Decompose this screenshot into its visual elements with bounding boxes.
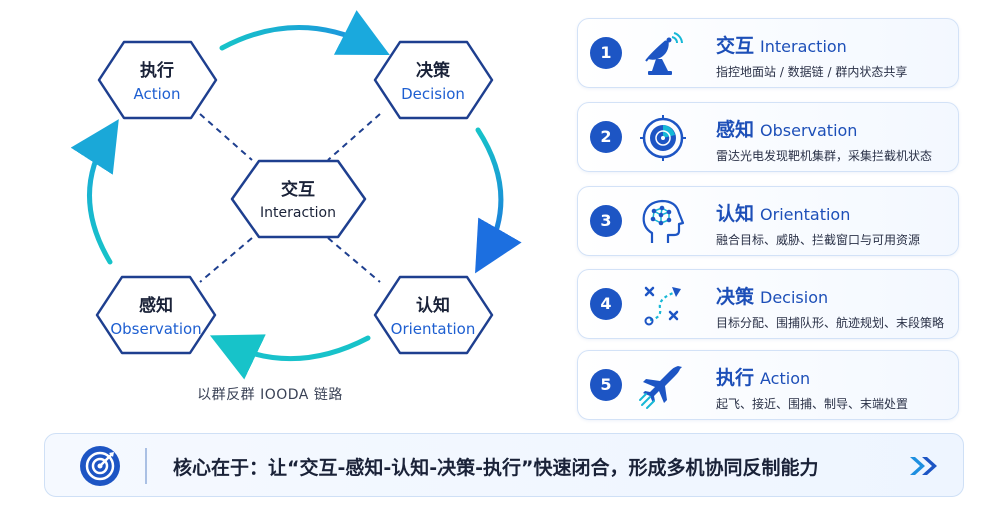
connector-action-interaction	[199, 113, 253, 161]
hex-decision	[373, 40, 494, 120]
card-title-en: Observation	[760, 121, 858, 140]
card-orientation: 3 认知 Orientation 融合目标、威胁、拦截窗口与可用资源	[577, 186, 959, 256]
step-number-badge: 3	[590, 205, 622, 237]
connector-interaction-orientation	[327, 237, 381, 283]
node-observation-en: Observation	[110, 320, 202, 338]
node-action: 执行 Action	[97, 63, 217, 102]
arrow-action-to-decision	[219, 10, 390, 56]
loop-graphics	[70, 10, 522, 380]
card-title: 感知 Observation	[716, 115, 857, 142]
node-observation: 感知 Observation	[96, 298, 216, 337]
node-action-en: Action	[133, 85, 181, 103]
card-description: 目标分配、围捕队形、航迹规划、末段策略	[716, 316, 945, 330]
node-interaction-en: Interaction	[260, 205, 336, 221]
satellite-dish-icon	[645, 32, 683, 75]
ooda-loop-diagram: 执行 Action 决策 Decision 交互 Interaction 感知 …	[0, 0, 560, 420]
node-decision-zh: 决策	[416, 61, 450, 81]
node-observation-zh: 感知	[139, 296, 173, 316]
node-interaction-zh: 交互	[281, 180, 315, 200]
banner-text: 核心在于：让“交互-感知-认知-决策-执行”快速闭合，形成多机协同反制能力	[173, 457, 819, 479]
step-number-badge: 1	[590, 37, 622, 69]
connector-interaction-observation	[199, 237, 253, 283]
double-chevron-right-icon	[910, 457, 937, 475]
core-summary-banner: 核心在于：让“交互-感知-认知-决策-执行”快速闭合，形成多机协同反制能力	[44, 433, 964, 497]
jet-icon	[639, 366, 682, 409]
card-description: 雷达光电发现靶机集群，采集拦截机状态	[716, 149, 933, 163]
brain-head-icon	[642, 199, 685, 243]
card-title-en: Decision	[760, 288, 829, 307]
card-title: 交互 Interaction	[716, 31, 847, 58]
arrow-observation-to-action	[70, 119, 119, 265]
banner-divider	[145, 448, 147, 484]
card-decision: 4 决策 Decision 目标分配、围捕队形、航迹规划、末段策略	[577, 269, 959, 339]
hex-orientation	[373, 275, 494, 355]
card-title-en: Interaction	[760, 37, 847, 56]
card-title-en: Orientation	[760, 205, 851, 224]
card-description: 融合目标、威胁、拦截窗口与可用资源	[716, 233, 921, 247]
card-title-zh: 交互	[716, 35, 755, 57]
card-title-zh: 认知	[716, 203, 755, 225]
node-orientation: 认知 Orientation	[373, 298, 493, 337]
node-interaction: 交互 Interaction	[238, 180, 358, 221]
card-title: 认知 Orientation	[716, 199, 850, 226]
card-description: 指控地面站 / 数据链 / 群内状态共享	[716, 65, 908, 79]
card-title-zh: 感知	[716, 119, 755, 141]
radar-icon	[640, 115, 686, 161]
node-decision-en: Decision	[401, 85, 465, 103]
step-number-badge: 4	[590, 288, 622, 320]
card-interaction: 1 交互 Interaction 指控地面站 / 数据链 / 群内状态共享	[577, 18, 959, 88]
arrow-decision-to-orientation	[475, 127, 522, 274]
tactics-icon	[644, 286, 681, 326]
hex-action	[97, 40, 218, 120]
card-title-en: Action	[760, 369, 811, 388]
loop-caption: 以群反群 IOODA 链路	[197, 387, 343, 403]
hex-interaction	[230, 159, 367, 239]
node-action-zh: 执行	[140, 61, 174, 81]
target-icon	[80, 446, 120, 486]
hex-observation	[95, 275, 217, 355]
node-decision: 决策 Decision	[373, 63, 493, 102]
card-title-zh: 决策	[716, 286, 755, 308]
connector-decision-interaction	[327, 113, 381, 161]
card-title: 执行 Action	[716, 363, 810, 390]
card-observation: 2 感知 Observation 雷达光电发现靶机集群，采集拦截机状态	[577, 102, 959, 172]
node-orientation-zh: 认知	[416, 296, 450, 316]
card-description: 起飞、接近、围捕、制导、末端处置	[716, 397, 909, 411]
card-title-zh: 执行	[716, 367, 755, 389]
arrow-orientation-to-observation	[209, 334, 371, 380]
step-number-badge: 5	[590, 369, 622, 401]
step-number-badge: 2	[590, 121, 622, 153]
card-title: 决策 Decision	[716, 282, 828, 309]
node-orientation-en: Orientation	[390, 320, 476, 338]
card-action: 5 执行 Action 起飞、接近、围捕、制导、末端处置	[577, 350, 959, 420]
